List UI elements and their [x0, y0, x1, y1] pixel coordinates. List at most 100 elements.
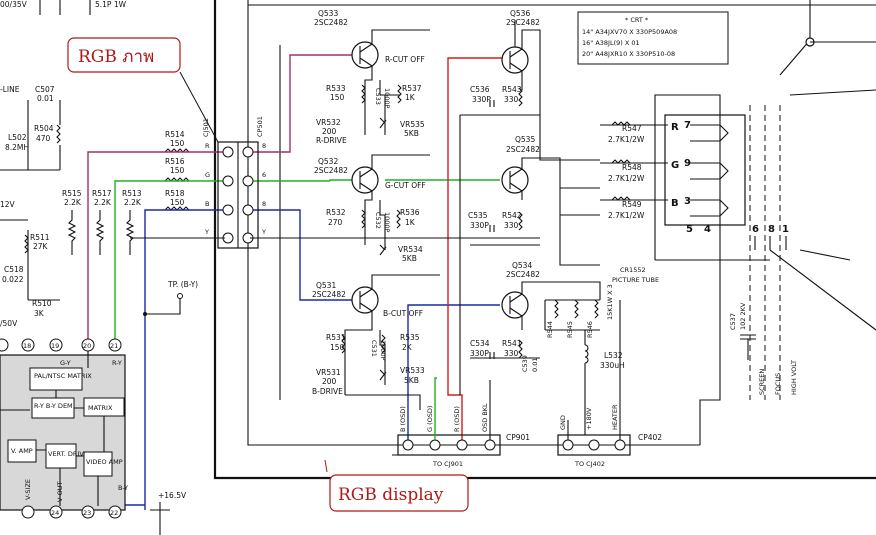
r543-value: 330: [504, 95, 519, 104]
cp901-pin: G (OSD): [426, 406, 434, 432]
top-left-label-2: 5.1P 1W: [95, 0, 127, 9]
q534-part: 2SC2482: [506, 270, 540, 279]
q536-part: 2SC2482: [506, 18, 540, 27]
ic-pin-label: R-Y: [112, 359, 122, 367]
callout-rgb-picture-text: RGB ภาพ: [78, 47, 154, 67]
stage-g-components: R532 270 R536 1K C532 1000P VR534 5KB C5…: [326, 208, 523, 263]
r516-ref: R516: [165, 157, 185, 166]
ic-pin-number: 21: [110, 342, 118, 350]
vr535-ref: VR535: [400, 120, 425, 129]
r535-value: 2K: [402, 343, 413, 352]
ic-block-label: VERT. DRIVE: [48, 450, 88, 458]
label-12v: 12V: [0, 200, 16, 209]
ic-block-label: VIDEO AMP: [86, 458, 123, 466]
r531-ref: R531: [326, 333, 346, 342]
cp501-label: CP501: [256, 116, 264, 137]
cp402-pin: +180V: [585, 407, 593, 430]
r510-value: 3K: [34, 309, 45, 318]
c533-ref: C533: [374, 88, 382, 105]
l502-value: 8.2MH: [5, 143, 29, 152]
stage-label: B-DRIVE: [312, 387, 343, 396]
r547-ref: R547: [622, 124, 642, 133]
board-outline: [213, 0, 876, 480]
vr533-value: 5KB: [404, 376, 419, 385]
r510-ref: R510: [32, 299, 52, 308]
pin-label: R: [205, 142, 210, 150]
r546-ref: R546: [586, 321, 594, 338]
connector-cp901: B (OSD) G (OSD) R (OSD) OSD BKL CP901 TO…: [392, 377, 530, 468]
crt-pin-bottom: 5: [686, 224, 693, 235]
vr531-ref: VR531: [316, 368, 341, 377]
vr535-value: 5KB: [404, 129, 419, 138]
crt-pin-num: 3: [684, 196, 691, 207]
pin-label: 8: [262, 142, 266, 150]
c532-value: 1000P: [383, 212, 391, 233]
r548-value: 2.7K1/2W: [608, 174, 645, 183]
ic-pin-number: 19: [51, 342, 59, 350]
q531-part: 2SC2482: [312, 290, 346, 299]
c518-value: 0.022: [2, 275, 24, 284]
ic-pin-label: V-SIZE: [24, 479, 32, 500]
r547-value: 2.7K1/2W: [608, 135, 645, 144]
vr534-ref: VR534: [398, 245, 423, 254]
r514-ref: R514: [165, 130, 185, 139]
q532-ref: Q532: [318, 157, 338, 166]
left-components: -LINE C507 0.01 L502 8.2MH R504 470 12V …: [0, 85, 61, 328]
plus16-label: +16.5V: [158, 491, 187, 500]
r537-value: 1K: [405, 93, 416, 102]
connector-cj501-cp501: CJ501 CP501 R G B Y 8 6 8 Y: [130, 116, 540, 249]
crt-pin-r: R: [671, 122, 679, 133]
transistor-q534: Q534 2SC2482: [501, 261, 540, 319]
cj501-label: CJ501: [202, 118, 210, 137]
c531-ref: C531: [370, 340, 378, 357]
q532-part: 2SC2482: [314, 166, 348, 175]
pin-label: Y: [204, 228, 209, 236]
c535-ref: C535: [468, 211, 488, 220]
stage-wiring: [344, 29, 601, 410]
stage-label: R-DRIVE: [316, 136, 347, 145]
l532-ref: L532: [604, 351, 623, 360]
r541-value: 330: [504, 349, 519, 358]
vr534-value: 5KB: [402, 254, 417, 263]
signal-wires: [87, 54, 505, 510]
r533-value: 150: [330, 93, 345, 102]
c533-value: 1000P: [383, 88, 391, 109]
cp402-pin: HEATER: [611, 404, 619, 430]
screen-label: SCREEN: [758, 369, 766, 395]
r531-value: 150: [330, 343, 345, 352]
c539-ref: C539: [521, 355, 529, 372]
r511-ref: R511: [30, 233, 50, 242]
crt-pin-bottom: 4: [704, 224, 711, 235]
r536-ref: R536: [400, 208, 420, 217]
connector-pins-left: [222, 146, 254, 244]
r516-value: 150: [170, 166, 185, 175]
r504-ref: R504: [34, 124, 54, 133]
ic-pin-label: G-Y: [60, 359, 71, 367]
ic-block-label: R-Y B-Y DEM: [34, 402, 73, 410]
r513-ref: R513: [122, 189, 142, 198]
q533-part: 2SC2482: [314, 18, 348, 27]
c536-ref: C536: [470, 85, 490, 94]
r533-ref: R533: [326, 84, 346, 93]
c539-value: 0.01: [531, 358, 539, 372]
c532-ref: C532: [374, 212, 382, 229]
stage-label: R-CUT OFF: [385, 55, 425, 64]
vr532-ref: VR532: [316, 118, 341, 127]
crt-pin-bottom: 8: [768, 224, 775, 235]
cp901-pin: R (OSD): [453, 406, 461, 432]
crt-table-title: * CRT *: [625, 16, 649, 24]
transistor-q531: Q531 2SC2482 B-CUT OFF: [312, 281, 423, 318]
crt-pin-b: B: [671, 198, 679, 209]
ic-pin-number: 20: [83, 342, 91, 350]
q535-part: 2SC2482: [506, 145, 540, 154]
pin-label: 8: [262, 200, 266, 208]
r549-ref: R549: [622, 200, 642, 209]
callout-rgb-picture: RGB ภาพ: [67, 37, 219, 143]
cp901-label: CP901: [506, 433, 530, 442]
ic-pin-label: B-Y: [118, 484, 128, 492]
label-50v: /50V: [0, 319, 18, 328]
cr-label: CR1552: [620, 266, 646, 274]
connector-cp402: GND +180V HEATER CP402 TO CJ402: [557, 300, 662, 468]
crt-socket: R547 2.7K1/2W R548 2.7K1/2W R549 2.7K1/2…: [600, 105, 798, 400]
c518-ref: C518: [4, 265, 24, 274]
